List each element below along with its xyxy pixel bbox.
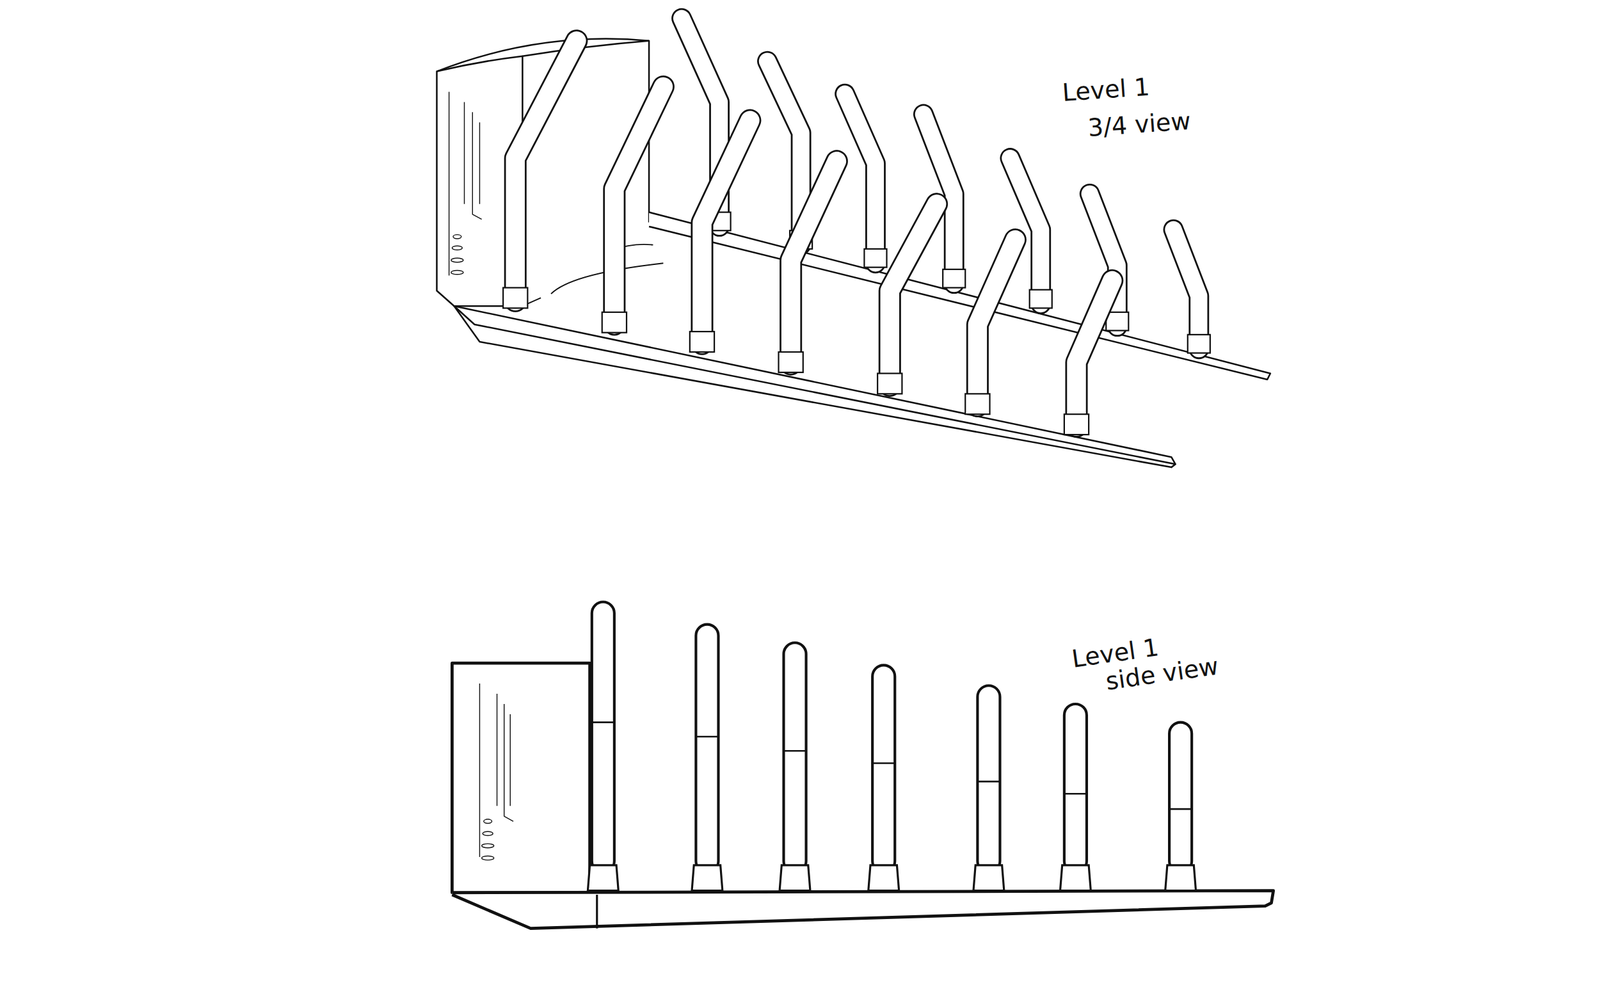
view-subtitle: 3/4 view	[1087, 108, 1192, 143]
view-title: Level 1	[1061, 74, 1151, 107]
